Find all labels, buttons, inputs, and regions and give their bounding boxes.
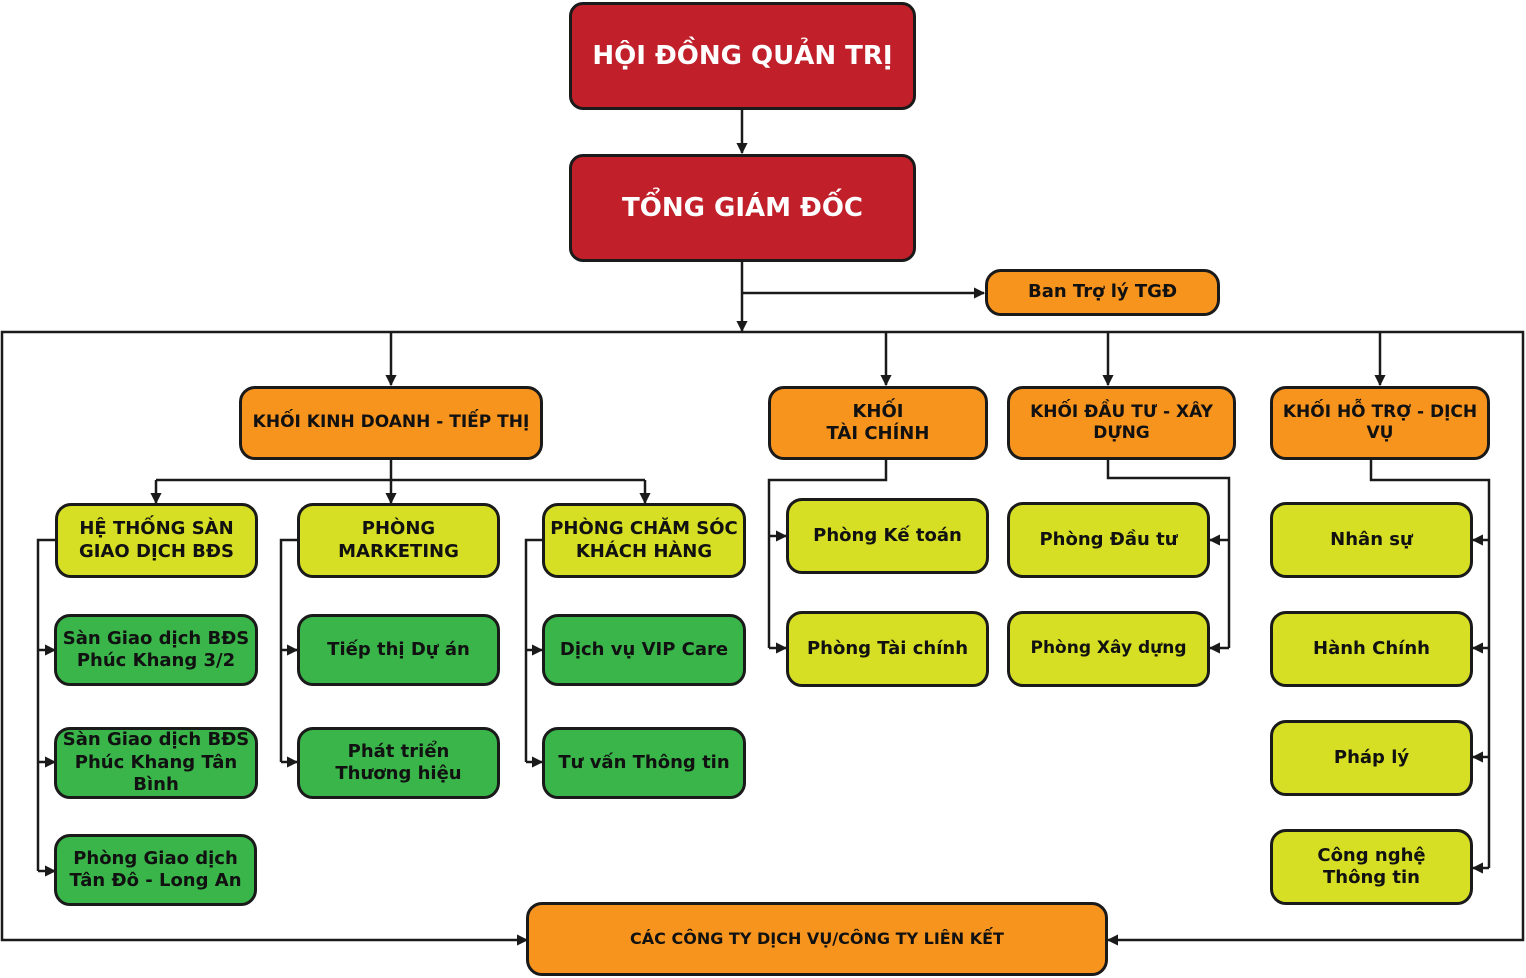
exch-spine: [36, 538, 56, 871]
frame-top-left: [0, 330, 742, 946]
info-consult-box: Tư vấn Thông tin: [542, 727, 746, 799]
it-box: Công nghệ Thông tin: [1270, 829, 1473, 905]
accounting-box: Phòng Kế toán: [786, 498, 989, 574]
brand-dev-box: Phát triển Thương hiệu: [297, 727, 500, 799]
fin-spine: [767, 460, 888, 648]
exchange-system-box: HỆ THỐNG SÀN GIAO DỊCH BĐS: [55, 503, 258, 578]
hr-box: Nhân sự: [1270, 502, 1473, 578]
assistant-box: Ban Trợ lý TGĐ: [985, 269, 1220, 316]
vip-care-box: Dịch vụ VIP Care: [542, 614, 746, 686]
customer-care-box: PHÒNG CHĂM SÓC KHÁCH HÀNG: [542, 503, 746, 578]
exchange-tanbinh-box: Sàn Giao dịch BĐS Phúc Khang Tân Bình: [54, 727, 258, 799]
affiliates-box: CÁC CÔNG TY DỊCH VỤ/CÔNG TY LIÊN KẾT: [526, 902, 1108, 976]
sup-spine: [1369, 460, 1491, 868]
admin-box: Hành Chính: [1270, 611, 1473, 687]
care-spine: [524, 538, 543, 762]
board-box: HỘI ĐỒNG QUẢN TRỊ: [569, 2, 916, 110]
division-sales: KHỐI KINH DOANH - TIẾP THỊ: [239, 386, 543, 460]
division-invest: KHỐI ĐẦU TƯ - XÂY DỰNG: [1007, 386, 1236, 460]
legal-box: Pháp lý: [1270, 720, 1473, 796]
finance-dept-box: Phòng Tài chính: [786, 611, 989, 687]
division-support: KHỐI HỖ TRỢ - DỊCH VỤ: [1270, 386, 1490, 460]
exchange-32-box: Sàn Giao dịch BĐS Phúc Khang 3/2: [54, 614, 258, 686]
inv-spine: [1106, 460, 1231, 648]
frame-top-right: [742, 330, 1525, 946]
marketing-box: PHÒNG MARKETING: [297, 503, 500, 578]
project-marketing-box: Tiếp thị Dự án: [297, 614, 500, 686]
mkt-spine: [279, 538, 298, 762]
ceo-box: TỔNG GIÁM ĐỐC: [569, 154, 916, 262]
invest-dept-box: Phòng Đầu tư: [1007, 502, 1210, 578]
construction-dept-box: Phòng Xây dựng: [1007, 611, 1210, 687]
office-tando-box: Phòng Giao dịch Tân Đô - Long An: [54, 834, 257, 906]
division-finance: KHỐI TÀI CHÍNH: [768, 386, 988, 460]
